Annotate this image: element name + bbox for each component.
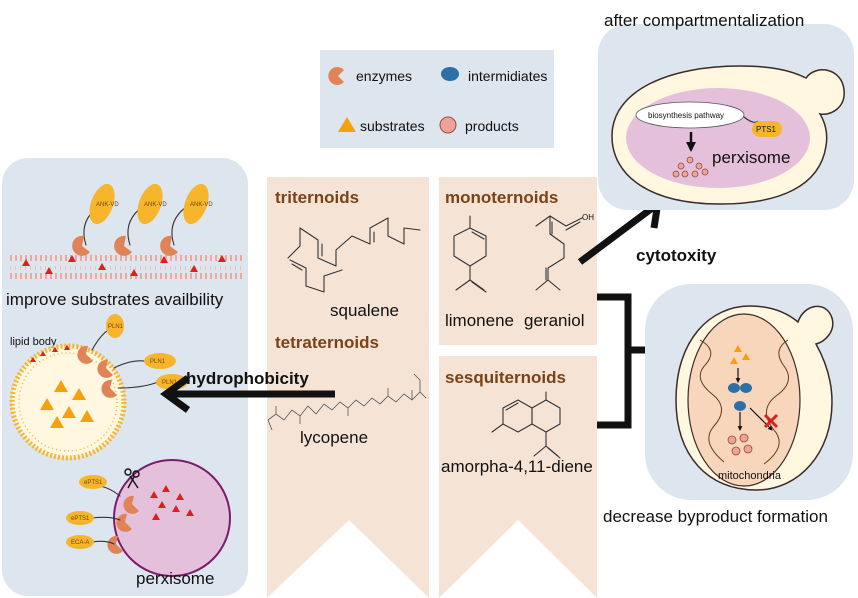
enzyme-legend-icon xyxy=(328,67,344,85)
legend: enzymes intermidiates substrates product… xyxy=(320,50,554,148)
svg-text:ECA-A: ECA-A xyxy=(71,540,89,546)
legend-products-label: products xyxy=(465,118,519,134)
pts1-label: PTS1 xyxy=(756,125,777,134)
squalene-label: squalene xyxy=(330,301,399,320)
lipid-body-label: lipid body xyxy=(10,336,57,348)
peroxisome-enzymes: ePTS1 ePTS1 ECA-A xyxy=(66,475,139,554)
mito-intermediate-3 xyxy=(734,401,746,411)
amorphadiene-structure xyxy=(491,391,561,459)
geraniol-oh-label: OH xyxy=(582,213,594,222)
monoterpene-box-bg xyxy=(439,177,597,345)
limonene-structure xyxy=(453,215,487,293)
svg-text:PLN1: PLN1 xyxy=(108,324,124,330)
sesquiterpene-box-bg xyxy=(439,356,597,598)
cytotoxity-label: cytotoxity xyxy=(636,246,717,265)
lipid-body xyxy=(9,343,127,461)
svg-text:ANK-VD: ANK-VD xyxy=(144,202,167,208)
lipid-body-red-substrates xyxy=(30,345,70,362)
monoternoids-heading: monoternoids xyxy=(445,188,558,207)
products-cluster xyxy=(672,156,709,178)
pts1-tag xyxy=(752,121,782,137)
hydrophobicity-arrow xyxy=(160,375,335,413)
mitochondrion xyxy=(687,313,801,487)
bottom-right-panel: mitochondria decrease byproduct formatio… xyxy=(603,284,853,526)
anchored-enzyme-3: ANK-VD xyxy=(160,183,213,256)
geraniol-structure xyxy=(535,215,583,291)
hydrophobicity-label: hydrophobicity xyxy=(186,369,309,388)
byproduct-arrow xyxy=(749,407,773,431)
tetraternoids-heading: tetraternoids xyxy=(275,333,379,352)
amorphadiene-label: amorpha-4,11-diene xyxy=(441,457,593,476)
sesquiternoids-heading: sesquiternoids xyxy=(445,368,566,387)
mitochondria-label: mitochondria xyxy=(718,470,782,482)
peroxisome-substrates xyxy=(150,485,194,520)
biosynthesis-pathway-bubble xyxy=(635,101,745,129)
decrease-byproduct-caption: decrease byproduct formation xyxy=(603,507,828,526)
class-column-right: monoternoids sesquiternoids xyxy=(439,177,597,598)
legend-intermediates-label: intermidiates xyxy=(468,68,547,84)
scissors-icon xyxy=(124,468,140,489)
svg-text:ANK-VD: ANK-VD xyxy=(96,202,119,208)
mito-intermediate-2 xyxy=(740,383,752,393)
legend-substrates-label: substrates xyxy=(360,118,425,134)
mito-products xyxy=(727,433,753,456)
membrane-substrates xyxy=(22,255,226,276)
biosynthesis-pathway-label: biosynthesis pathway xyxy=(648,111,724,120)
left-panel: ANK-VD ANK-VD ANK-VD improve substrates … xyxy=(2,158,248,596)
svg-text:ANK-VD: ANK-VD xyxy=(190,202,213,208)
perxisome-organelle xyxy=(626,88,810,188)
mito-intermediate-1 xyxy=(728,383,740,393)
substrate-legend-icon xyxy=(338,117,356,132)
legend-box xyxy=(320,50,554,148)
improve-substrates-caption: improve substrates availbility xyxy=(6,290,224,309)
triternoids-heading: triternoids xyxy=(275,188,359,207)
svg-text:PLN1: PLN1 xyxy=(150,359,166,365)
squalene-structure xyxy=(287,217,421,293)
legend-enzymes-label: enzymes xyxy=(356,68,412,84)
svg-text:ePTS1: ePTS1 xyxy=(84,480,103,486)
top-right-panel: after compartmentalization biosynthesis … xyxy=(598,11,854,210)
after-compartmentalization-title: after compartmentalization xyxy=(604,11,804,30)
class-column-left-bg xyxy=(267,177,429,598)
intermediate-legend-icon xyxy=(441,67,459,81)
perxisome-left-label: perxisome xyxy=(136,569,214,588)
perxisome-top-label: perxisome xyxy=(712,148,790,167)
lycopene-structure xyxy=(267,373,427,431)
lipid-body-substrates xyxy=(40,380,94,428)
membrane-bilayer xyxy=(10,255,242,279)
anchored-enzyme-1: ANK-VD xyxy=(72,183,119,256)
product-legend-icon xyxy=(439,116,457,134)
svg-text:PLN1: PLN1 xyxy=(162,380,178,386)
mito-substrates xyxy=(730,345,750,364)
svg-text:ePTS1: ePTS1 xyxy=(71,516,90,522)
geraniol-label: geraniol xyxy=(524,311,585,330)
blocked-cross-icon xyxy=(763,413,779,429)
mito-cristae xyxy=(699,339,789,465)
class-column-left: triternoids tetraternoids xyxy=(267,177,429,598)
anchored-enzyme-2: ANK-VD xyxy=(114,183,167,256)
lycopene-label: lycopene xyxy=(300,428,368,447)
limonene-label: limonene xyxy=(445,311,514,330)
